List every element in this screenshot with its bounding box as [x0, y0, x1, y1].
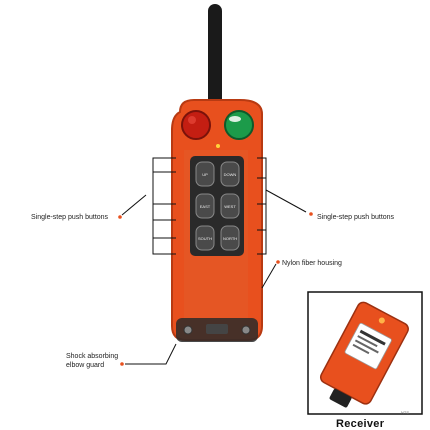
leader-left-dot [118, 215, 122, 219]
screw-right-icon [241, 325, 251, 335]
key-down[interactable] [220, 161, 240, 187]
receiver-unit [319, 301, 409, 408]
key-west[interactable] [220, 193, 240, 219]
belt-clip [206, 324, 228, 334]
key-label-north: NORTH [223, 236, 238, 241]
leader-left [121, 194, 147, 216]
start-button-shine [229, 116, 241, 122]
leader-guard-dot [120, 362, 124, 366]
key-label-down: DOWN [223, 172, 237, 177]
leader-guard [125, 343, 177, 365]
stop-button-shine [188, 116, 196, 124]
key-label-east: EAST [199, 204, 211, 209]
antenna [208, 4, 222, 114]
key-label-south: SOUTH [198, 236, 212, 241]
label-stamp: NTS [401, 410, 409, 415]
start-button[interactable] [224, 110, 254, 140]
key-south[interactable] [195, 225, 215, 251]
leader-right-dot [309, 212, 313, 216]
label-receiver: Receiver [336, 418, 385, 430]
screw-left-icon [183, 325, 193, 335]
label-nylon-housing: Nylon fiber housing [282, 260, 342, 267]
key-label-west: WEST [224, 204, 236, 209]
label-right-push-buttons: Single-step push buttons [317, 214, 395, 221]
left-bracket [152, 157, 176, 255]
key-label-up: UP [202, 172, 208, 177]
leader-nylon [261, 263, 277, 289]
right-bracket [257, 157, 267, 255]
indicator-light [216, 144, 220, 148]
key-east[interactable] [195, 193, 215, 219]
leader-right [265, 189, 307, 213]
key-north[interactable] [220, 225, 240, 251]
label-elbow-guard: Shock absorbing elbow guard [66, 353, 119, 369]
leader-nylon-dot [276, 260, 280, 264]
label-left-push-buttons: Single-step push buttons [31, 214, 109, 221]
stop-button[interactable] [181, 110, 211, 140]
key-up[interactable] [195, 161, 215, 187]
